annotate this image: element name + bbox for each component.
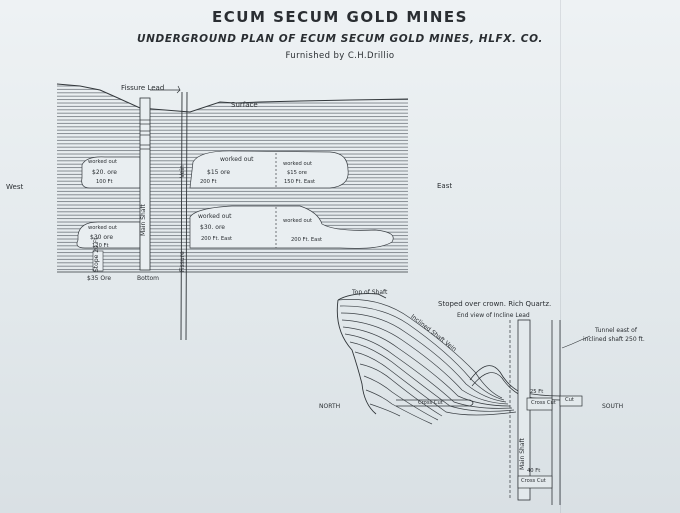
stope-ul-line2: $20. ore [92, 169, 117, 176]
cross-cut-bottom-label: Cross Cut [521, 478, 546, 484]
cross-cut-left [396, 399, 474, 407]
stope-uc-line1: worked out [220, 156, 254, 163]
stope-ll-line3: 120 Ft [92, 243, 109, 249]
paper-fold [560, 0, 561, 513]
fissure-lead-arrow [150, 85, 181, 94]
rock-outline-left [336, 299, 377, 415]
end-view-section [336, 293, 591, 505]
north-label: NORTH [319, 403, 341, 410]
stope-lc-line1: worked out [198, 213, 232, 220]
tunnel-east-label: Tunnel east of [595, 327, 637, 334]
stope-lr-line1: worked out [283, 218, 312, 224]
stope-ur-line3: 150 Ft. East [284, 179, 316, 185]
stope-lr-line2: 200 Ft. East [291, 237, 323, 243]
depth-40-label: 40 Ft [527, 468, 541, 474]
cross-cut-left-label: Cross Cut [418, 400, 443, 406]
drawing-title: ECUM SECUM GOLD MINES [212, 8, 468, 26]
cross-cut-bottom-box [517, 475, 553, 489]
lower-main-shaft-label: Main Shaft [519, 438, 526, 470]
stope-upper-center [189, 150, 349, 189]
vein-curve [469, 365, 561, 397]
drawing-subtitle: UNDERGROUND PLAN OF ECUM SECUM GOLD MINE… [136, 33, 543, 45]
cut-label: Cut [565, 397, 574, 403]
cross-cut-right-box [526, 397, 553, 411]
stope-uc-line2: $15 ore [207, 169, 231, 176]
south-label: SOUTH [602, 403, 624, 410]
stope-ll-line2: $30 ore [90, 234, 114, 241]
stope-lc-line2: $30. ore [200, 224, 225, 231]
stope-ur-line2: $15 ore [287, 170, 307, 176]
main-shaft [139, 97, 151, 271]
surface-line [56, 83, 409, 113]
fissure-vein [180, 91, 188, 341]
tunnel-pointer [561, 335, 591, 349]
cross-cut-right-label: Cross Cut [531, 400, 556, 406]
bottom-label: Bottom [137, 275, 160, 282]
plan-section [56, 83, 409, 341]
stope-ul-line3: 100 Ft [96, 179, 113, 185]
drawing-credit: Furnished by C.H.Drillio [285, 51, 395, 61]
cut-box [559, 395, 583, 407]
shaft-top-outline [337, 293, 387, 301]
stope-ur-line1: worked out [283, 161, 312, 167]
ore-35-label: $35 Ore [87, 275, 112, 282]
east-label: East [437, 182, 453, 190]
west-label: West [6, 183, 24, 191]
stope-ul-line1: worked out [88, 159, 117, 165]
tunnel-east [551, 320, 561, 505]
end-view-label: End view of Incline Lead [457, 312, 530, 319]
small-stope-box [92, 250, 104, 272]
main-shaft-label: Main Shaft [140, 204, 147, 236]
inclined-shaft-label: inclined shaft 250 ft. [583, 336, 645, 343]
stope-lc-line3: 200 Ft. East [201, 236, 233, 242]
fissure-label: Fissure [179, 251, 186, 272]
top-of-shaft-label: Top of Shaft [352, 289, 388, 296]
stoped-over-label: Stoped over crown. Rich Quartz. [438, 300, 552, 308]
stope-ll-line1: worked out [88, 225, 117, 231]
stope-uc-line3: 200 Ft [200, 179, 217, 185]
stope-lower-center [189, 205, 394, 249]
surface-label: Surface [231, 101, 258, 109]
depth-25-label: 25 Ft [530, 389, 544, 395]
fissure-lead-label: Fissure Lead [121, 84, 165, 92]
shaft-rungs [140, 119, 150, 150]
vein-label: Vein [179, 165, 186, 178]
inclined-strata [337, 299, 517, 425]
